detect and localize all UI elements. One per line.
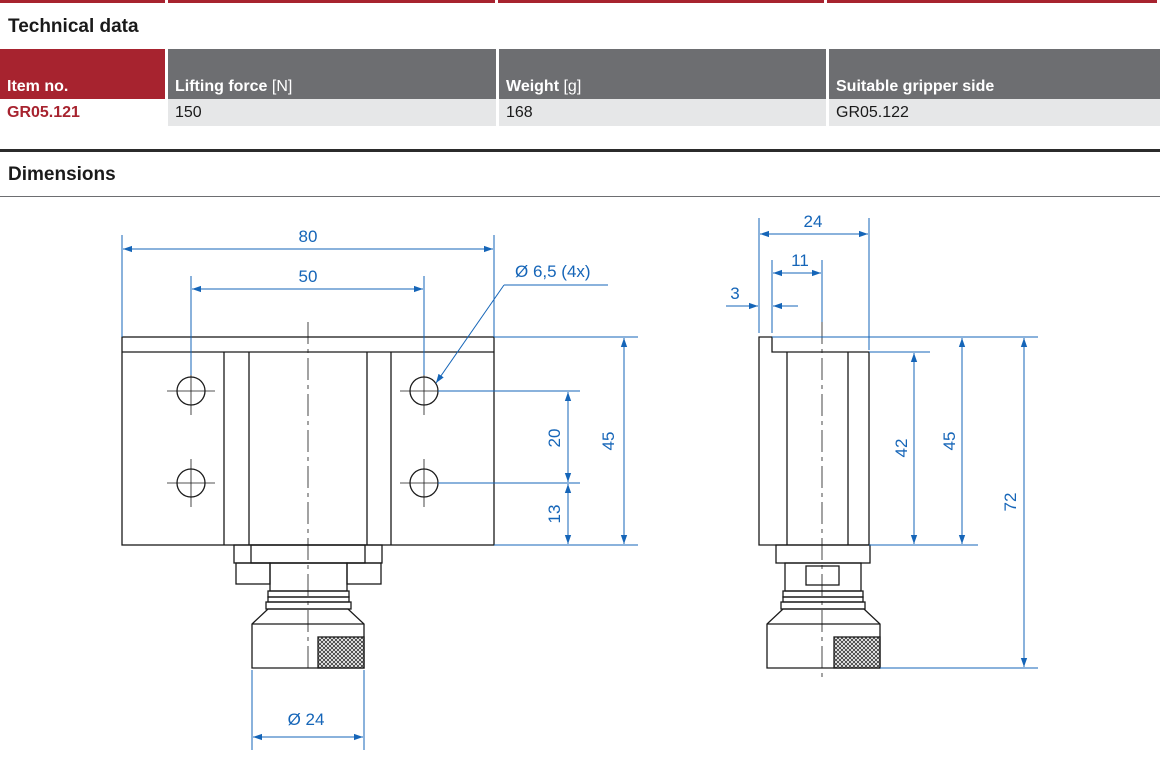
side-body-outline (758, 336, 870, 546)
column-header-gripper-side: Suitable gripper side (829, 49, 1160, 99)
dim-label-11: 11 (791, 251, 809, 270)
column-header-lifting-force: Lifting force [N] (168, 49, 499, 99)
cell-item-no: GR05.121 (0, 99, 168, 126)
cell-gripper-side: GR05.122 (829, 99, 1160, 126)
side-base-block (775, 544, 871, 564)
technical-data-heading: Technical data (8, 16, 139, 37)
section-divider (0, 149, 1160, 152)
cell-weight: 168 (499, 99, 829, 126)
side-nut (805, 565, 840, 586)
table-row: GR05.121 150 168 GR05.122 (0, 99, 1160, 126)
table-header-row: Item no. Lifting force [N] Weight [g] Su… (0, 49, 1160, 99)
accent-segment (0, 0, 165, 3)
dim-label-45: 45 (599, 432, 618, 451)
column-header-item-no: Item no. (0, 49, 168, 99)
dim-label-3: 3 (730, 284, 739, 303)
dim-label-side-45: 45 (940, 432, 959, 451)
knurl-pattern (317, 636, 365, 669)
dim-label-72: 72 (1001, 493, 1020, 512)
accent-segment (826, 0, 1157, 3)
dim-label-24: 24 (804, 212, 823, 231)
side-stem (784, 562, 862, 592)
dimension-drawing: 80 50 Ø 6,5 (4x) 20 13 45 Ø 24 (121, 212, 1038, 750)
dim-label-20: 20 (545, 429, 564, 448)
accent-segment (167, 0, 495, 3)
side-view (758, 336, 881, 669)
front-dimensions (121, 235, 638, 750)
section-underline (0, 196, 1160, 197)
dim-label-13: 13 (545, 505, 564, 524)
knurl-pattern (833, 636, 881, 669)
front-side-nut (235, 562, 271, 585)
dim-label-50: 50 (299, 267, 318, 286)
dim-label-knob-diameter: Ø 24 (288, 710, 325, 729)
accent-segment (497, 0, 824, 3)
hole-leader (435, 284, 505, 384)
column-header-weight: Weight [g] (499, 49, 829, 99)
dimensions-heading: Dimensions (8, 164, 116, 185)
dim-label-42: 42 (892, 439, 911, 458)
technical-data-table: Item no. Lifting force [N] Weight [g] Su… (0, 49, 1160, 126)
side-dimensions (726, 218, 1038, 669)
front-stem (269, 562, 348, 592)
front-side-nut (346, 562, 382, 585)
hole-note-label: Ø 6,5 (4x) (515, 262, 591, 281)
top-accent-rule (0, 0, 1160, 4)
dim-label-80: 80 (299, 227, 318, 246)
cell-lifting-force: 150 (168, 99, 499, 126)
